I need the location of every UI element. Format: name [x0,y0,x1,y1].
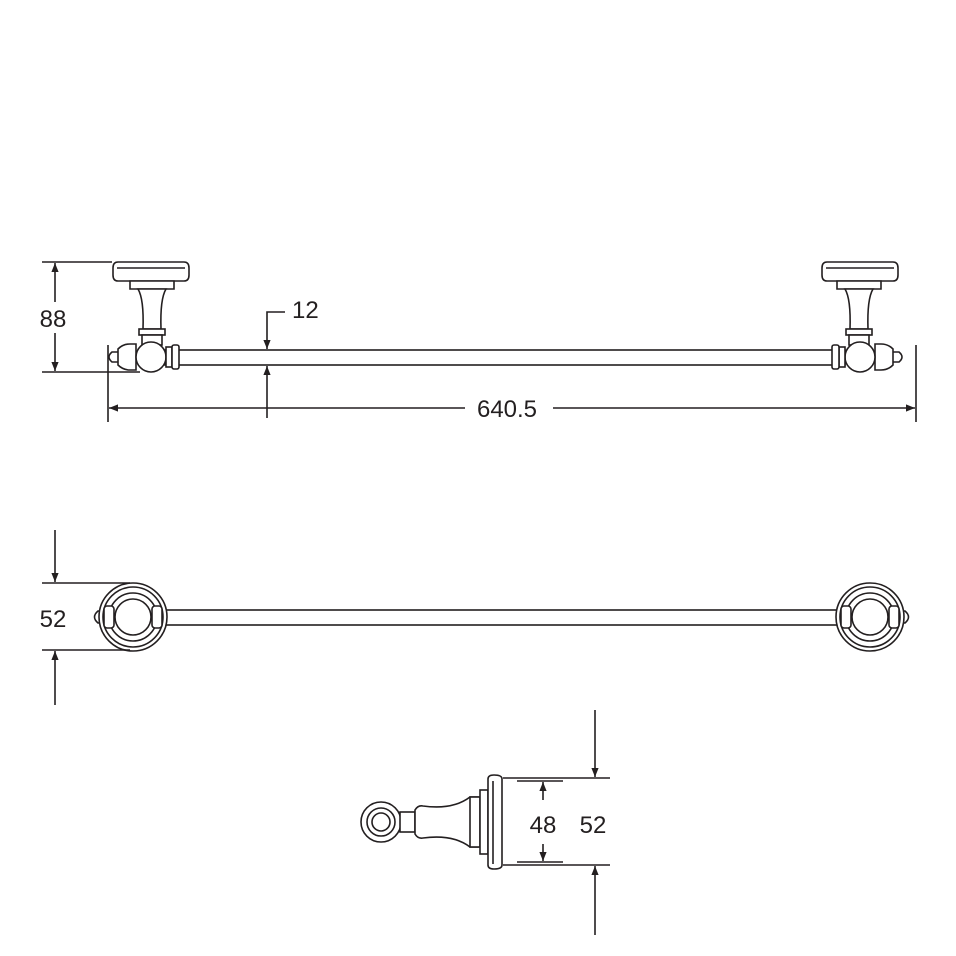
right-bracket [821,261,903,373]
rosette-diameter-label: 52 [40,606,67,633]
rosette-diameter-dimension: 52 [40,530,130,705]
left-bracket [108,261,190,373]
front-view: 88 12 640.5 [40,261,917,423]
towel-bar [159,609,847,626]
outer-diameter-label: 52 [580,812,607,839]
inner-diameter-label: 48 [530,812,557,839]
height-label: 88 [40,306,67,333]
bar-diameter-dimension: 12 [263,297,319,418]
left-rosette [93,582,168,652]
towel-bar [164,349,846,366]
top-view: 52 [40,530,910,705]
right-rosette [835,582,910,652]
height-dimension: 88 [40,261,140,373]
inner-diameter-dimension: 48 [517,780,563,863]
length-label: 640.5 [477,396,537,423]
side-view: 52 48 [360,710,610,935]
bar-diameter-label: 12 [292,297,319,324]
outer-diameter-dimension: 52 [503,710,610,935]
length-dimension: 640.5 [107,345,917,423]
